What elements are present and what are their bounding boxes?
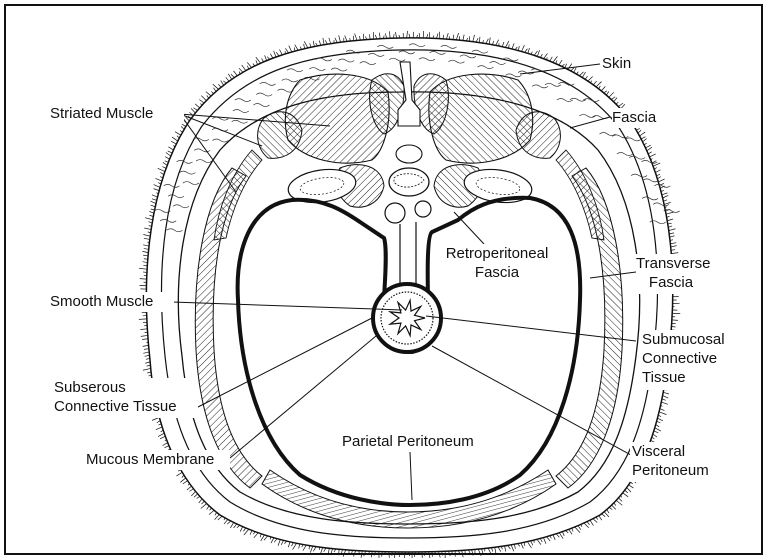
- label-parietal-peritoneum: Parietal Peritoneum: [342, 432, 474, 451]
- label-subserous-connective-tissue: Subserous Connective Tissue: [54, 378, 177, 416]
- label-subserous-line-2: Connective Tissue: [54, 397, 177, 416]
- label-transverse-fascia: Transverse Fascia: [636, 254, 706, 292]
- label-retroperitoneal-line-1: Retroperitoneal: [438, 244, 556, 263]
- label-visceral-line-1: Visceral: [632, 442, 709, 461]
- label-submucosal-line-3: Tissue: [642, 368, 725, 387]
- label-subserous-line-1: Subserous: [54, 378, 177, 397]
- label-fascia: Fascia: [612, 108, 656, 127]
- label-submucosal-line-1: Submucosal: [642, 330, 725, 349]
- label-retroperitoneal-fascia: Retroperitoneal Fascia: [438, 244, 556, 282]
- label-submucosal-connective-tissue: Submucosal Connective Tissue: [642, 330, 725, 387]
- label-skin: Skin: [602, 54, 631, 73]
- label-transverse-line-2: Fascia: [636, 273, 706, 292]
- label-mucous-membrane: Mucous Membrane: [86, 450, 214, 469]
- label-visceral-line-2: Peritoneum: [632, 461, 709, 480]
- label-smooth-muscle: Smooth Muscle: [50, 292, 153, 311]
- label-visceral-peritoneum: Visceral Peritoneum: [632, 442, 709, 480]
- label-retroperitoneal-line-2: Fascia: [438, 263, 556, 282]
- label-submucosal-line-2: Connective: [642, 349, 725, 368]
- label-transverse-line-1: Transverse: [636, 254, 706, 273]
- label-striated-muscle: Striated Muscle: [50, 104, 153, 123]
